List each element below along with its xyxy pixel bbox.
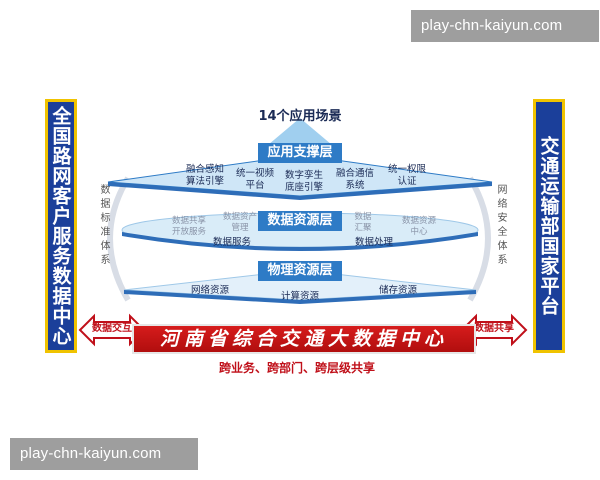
watermark-top: play-chn-kaiyun.com xyxy=(411,10,599,42)
app-item: 数字孪生底座引擎 xyxy=(284,170,323,193)
app-item: 统一视频平台 xyxy=(235,168,274,191)
right-panel-ministry-platform: 交通运输部国家平台 xyxy=(533,99,565,353)
app-item: 统一权限认证 xyxy=(387,164,426,187)
phys-layer-edge xyxy=(124,290,476,304)
data-standard-system-label: 数据标准体系 xyxy=(98,184,109,268)
cross-sharing-caption: 跨业务、跨部门、跨层级共享 xyxy=(218,361,375,375)
data-item-muted: 数据共享开放服务 xyxy=(171,216,206,237)
data-layer-edge xyxy=(122,232,478,251)
data-item: 数据服务 xyxy=(212,237,251,248)
phys-layer-label: 物理资源层 xyxy=(258,261,342,281)
phys-item: 网络资源 xyxy=(190,285,229,296)
left-arc xyxy=(107,176,131,302)
phys-item: 计算资源 xyxy=(280,291,319,302)
app-item: 融合通信系统 xyxy=(335,168,374,191)
right-double-arrow xyxy=(460,313,528,347)
right-arc xyxy=(467,176,491,302)
left-panel-national-road-data-center: 全国路网客户服务数据中心 xyxy=(45,99,77,353)
app-layer-edge xyxy=(108,182,492,200)
right-panel-label: 交通运输部国家平台 xyxy=(537,136,560,316)
left-panel-label: 全国路网客户服务数据中心 xyxy=(49,106,72,346)
app-layer-label: 应用支撑层 xyxy=(258,143,342,163)
top-title: 14个应用场景 xyxy=(258,109,342,124)
watermark-bottom: play-chn-kaiyun.com xyxy=(10,438,198,470)
data-item-muted: 数据汇聚 xyxy=(354,212,372,233)
phys-item: 储存资源 xyxy=(378,285,417,296)
henan-big-data-center-banner: 河南省综合交通大数据中心 xyxy=(132,324,476,354)
app-item: 融合感知算法引擎 xyxy=(185,164,224,187)
data-item: 数据处理 xyxy=(354,237,393,248)
data-layer-label: 数据资源层 xyxy=(258,211,342,231)
data-item-muted: 数据资源中心 xyxy=(401,216,436,237)
pyramid-top xyxy=(262,118,338,150)
data-item-muted: 数据资产管理 xyxy=(222,212,257,233)
network-security-system-label: 网络安全体系 xyxy=(495,184,506,268)
right-arrow-label: 数据共享 xyxy=(474,323,514,334)
left-arrow-label: 数据交互 xyxy=(92,323,132,334)
